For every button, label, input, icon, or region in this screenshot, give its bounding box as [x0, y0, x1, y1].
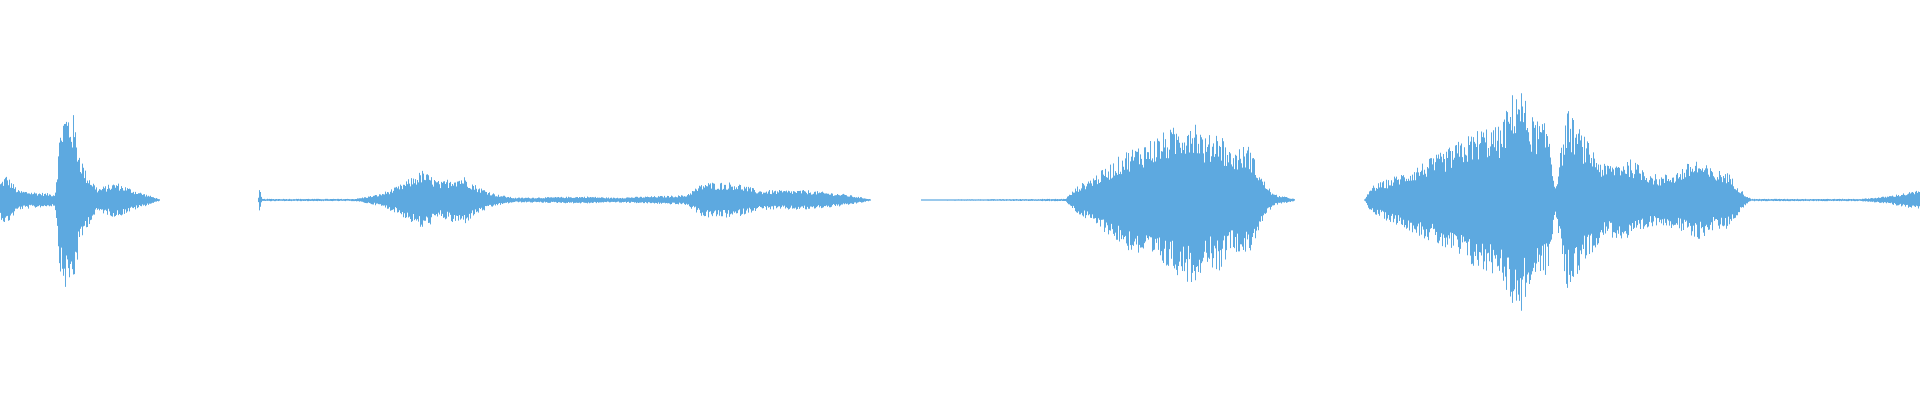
waveform — [0, 93, 1920, 311]
